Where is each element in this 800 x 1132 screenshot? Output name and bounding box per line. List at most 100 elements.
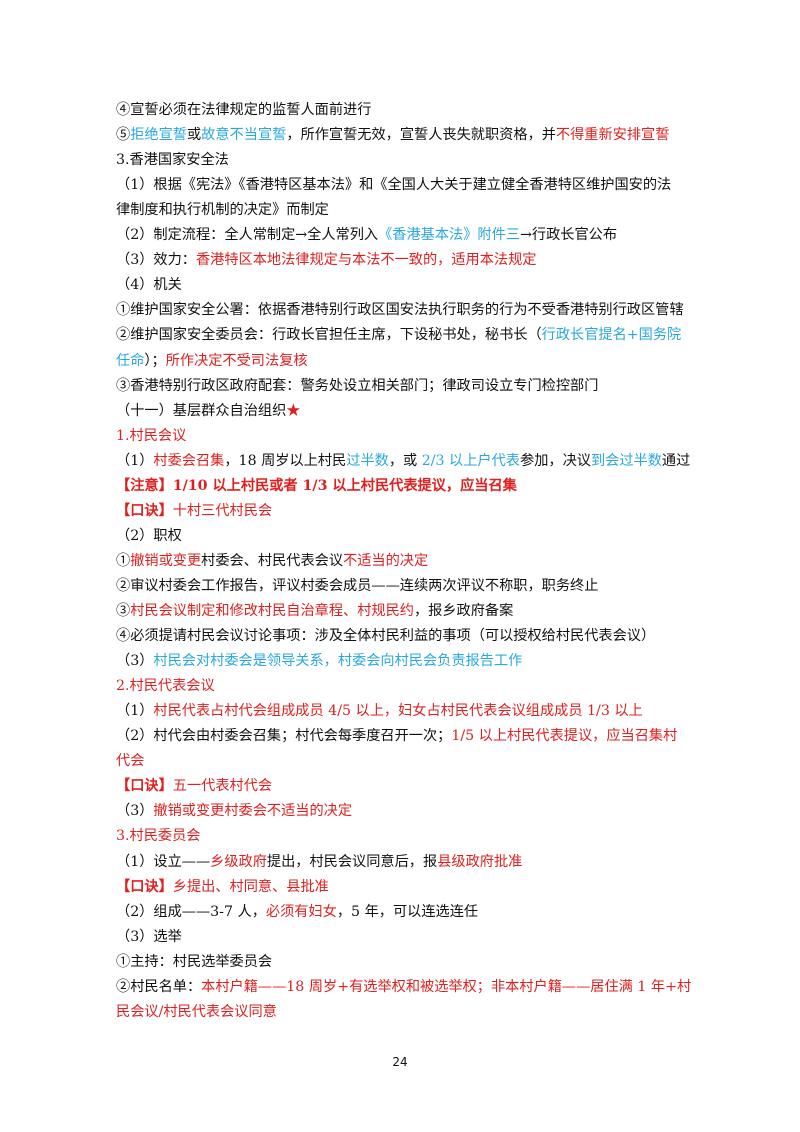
- text-line: （2）村代会由村委会召集；村代会每季度召开一次；1/5 以上村民代表提议，应当召…: [116, 725, 696, 747]
- text-line: ④必须提请村民会议讨论事项：涉及全体村民利益的事项（可以授权给村民代表会议）: [116, 625, 696, 647]
- text-segment: ）；: [144, 352, 166, 369]
- text-segment: 2/3 以上户代表: [421, 452, 520, 469]
- text-segment: 撤销或变更: [130, 552, 202, 569]
- text-segment: （2）制定流程：全人常制定→全人常列入: [116, 227, 379, 244]
- text-segment: 【注意】1/10 以上村民或者 1/3 以上村民代表提议，应当召集: [116, 477, 517, 494]
- text-segment: ①: [116, 552, 131, 569]
- text-line: 3.香港国家安全法: [116, 149, 696, 171]
- text-line: ⑤拒绝宣誓或故意不当宣誓，所作宣誓无效，宣誓人丧失就职资格，并不得重新安排宣誓: [116, 124, 696, 146]
- text-segment: 或: [186, 127, 202, 144]
- text-line: （1）根据《宪法》《香港特区基本法》和《全国人大关于建立健全香港特区维护国安的法: [116, 174, 696, 196]
- text-segment: （十一）基层群众自治组织: [116, 402, 287, 419]
- text-segment: 本村户籍——18 周岁+有选举权和被选举权；非本村户籍——居住满 1 年+村: [201, 978, 692, 995]
- text-segment: 村民会对村委会是领导关系，村委会向村民会负责报告工作: [153, 653, 523, 670]
- text-segment: ，18 周岁以上村民: [224, 452, 347, 469]
- text-segment: ，所作宣誓无效，宣誓人丧失就职资格，并: [286, 127, 556, 144]
- text-segment: （2）组成——3-7 人，: [116, 903, 266, 920]
- text-line: ③香港特别行政区政府配套：警务处设立相关部门；律政司设立专门检控部门: [116, 375, 696, 397]
- text-segment: ②审议村委会工作报告，评议村委会成员——连续两次评议不称职，职务终止: [116, 577, 599, 594]
- text-segment: （1）设立——: [116, 853, 211, 870]
- text-line: （2）制定流程：全人常制定→全人常列入《香港基本法》附件三→行政长官公布: [116, 224, 696, 246]
- text-segment: 五一代表村代会: [172, 778, 273, 795]
- text-segment: ①主持：村民选举委员会: [116, 953, 273, 970]
- text-segment: 乡提出、村同意、县批准: [172, 878, 329, 895]
- text-segment: ⑤: [116, 127, 131, 144]
- text-line: ①维护国家安全公署：依据香港特别行政区国安法执行职务的行为不受香港特别行政区管辖: [116, 299, 696, 321]
- text-line: （4）机关: [116, 274, 696, 296]
- text-segment: ③香港特别行政区政府配套：警务处设立相关部门；律政司设立专门检控部门: [116, 377, 599, 394]
- text-segment: 1/5 以上村民代表提议，应当召集村: [451, 728, 678, 745]
- text-segment: 村委会、村民代表会议: [201, 552, 344, 569]
- text-segment: 代会: [116, 753, 145, 770]
- text-segment: （3）: [116, 653, 154, 670]
- text-segment: 《香港基本法》附件三: [378, 227, 520, 244]
- text-segment: ★: [286, 402, 301, 419]
- text-segment: 香港特区本地法律规定与本法不一致的，适用本法规定: [195, 252, 537, 269]
- text-segment: （3）选举: [116, 928, 182, 945]
- text-segment: 【口诀】: [116, 778, 173, 795]
- text-segment: 民会议/村民代表会议同意: [116, 1003, 277, 1020]
- text-segment: 行政长官提名+国务院: [541, 327, 682, 344]
- text-segment: ①维护国家安全公署：依据香港特别行政区国安法执行职务的行为不受香港特别行政区管辖: [116, 302, 684, 319]
- text-segment: 任命: [116, 352, 145, 369]
- text-line: （1）设立——乡级政府提出，村民会议同意后，报县级政府批准: [116, 851, 696, 873]
- text-segment: 提出，村民会议同意后，报: [266, 853, 438, 870]
- text-segment: 县级政府批准: [437, 853, 523, 870]
- text-segment: 村民代表占村代会组成成员 4/5 以上，妇女占村民代表会议组成成员 1/3 以上: [153, 703, 643, 720]
- text-line: （3）撤销或变更村委会不适当的决定: [116, 800, 696, 822]
- text-segment: 村民会议制定和修改村民自治章程、村规民约: [130, 603, 414, 619]
- text-segment: ，或: [388, 452, 422, 469]
- text-line: ①撤销或变更村委会、村民代表会议不适当的决定: [116, 550, 696, 572]
- text-line: 【口诀】乡提出、村同意、县批准: [116, 876, 696, 898]
- text-line: ②维护国家安全委员会：行政长官担任主席，下设秘书处，秘书长（行政长官提名+国务院: [116, 324, 696, 346]
- text-segment: 十村三代村民会: [172, 502, 273, 519]
- text-segment: 通过: [661, 452, 691, 469]
- text-line: ②村民名单：本村户籍——18 周岁+有选举权和被选举权；非本村户籍——居住满 1…: [116, 976, 696, 998]
- text-line: （3）效力：香港特区本地法律规定与本法不一致的，适用本法规定: [116, 249, 696, 271]
- text-segment: 参加，决议: [520, 452, 591, 469]
- text-segment: ④必须提请村民会议讨论事项：涉及全体村民利益的事项（可以授权给村民代表会议）: [116, 628, 656, 645]
- text-segment: 故意不当宣誓: [201, 127, 287, 144]
- text-segment: 律制度和执行机制的决定》而制定: [116, 202, 329, 219]
- text-segment: （2）职权: [116, 527, 182, 544]
- text-line: （十一）基层群众自治组织★: [116, 400, 696, 422]
- text-segment: （3）效力：: [116, 252, 196, 269]
- text-line: 【口诀】五一代表村代会: [116, 775, 696, 797]
- text-segment: 2.村民代表会议: [116, 678, 215, 695]
- text-segment: 3.村民委员会: [116, 828, 201, 845]
- text-segment: 过半数: [346, 452, 389, 469]
- text-segment: 不得重新安排宣誓: [555, 127, 670, 144]
- text-segment: （1）根据《宪法》《香港特区基本法》和《全国人大关于建立健全香港特区维护国安的法: [116, 177, 672, 194]
- text-line: ③村民会议制定和修改村民自治章程、村规民约，报乡政府备案: [116, 600, 696, 622]
- text-segment: （4）机关: [116, 277, 182, 294]
- text-line: （3）村民会对村委会是领导关系，村委会向村民会负责报告工作: [116, 650, 696, 672]
- text-segment: 不适当的决定: [343, 552, 429, 569]
- text-line: 2.村民代表会议: [116, 675, 696, 697]
- text-segment: ，报乡政府备案: [413, 603, 514, 619]
- text-segment: （1）: [116, 703, 154, 720]
- text-segment: 到会过半数: [590, 452, 662, 469]
- text-line: （1）村民代表占村代会组成成员 4/5 以上，妇女占村民代表会议组成成员 1/3…: [116, 700, 696, 722]
- text-segment: （2）村代会由村委会召集；村代会每季度召开一次；: [116, 728, 452, 745]
- text-line: 代会: [116, 750, 696, 772]
- text-line: 【口诀】十村三代村民会: [116, 500, 696, 522]
- text-line: 3.村民委员会: [116, 825, 696, 847]
- text-line: （2）职权: [116, 525, 696, 547]
- text-line: （1）村委会召集，18 周岁以上村民过半数，或 2/3 以上户代表参加，决议到会…: [116, 450, 696, 472]
- text-segment: （1）: [116, 452, 154, 469]
- text-segment: →行政长官公布: [520, 227, 618, 244]
- text-line: 律制度和执行机制的决定》而制定: [116, 199, 696, 221]
- text-segment: ②维护国家安全委员会：行政长官担任主席，下设秘书处，秘书长（: [116, 327, 542, 344]
- text-line: 1.村民会议: [116, 425, 696, 447]
- text-segment: 所作决定不受司法复核: [165, 352, 308, 369]
- text-segment: ，5 年，可以连选连任: [336, 903, 479, 920]
- text-segment: ③: [116, 603, 131, 619]
- text-segment: ②村民名单：: [116, 978, 202, 995]
- text-line: ④宣誓必须在法律规定的监誓人面前进行: [116, 99, 696, 121]
- text-segment: ④宣誓必须在法律规定的监誓人面前进行: [116, 102, 372, 118]
- text-line: （2）组成——3-7 人，必须有妇女，5 年，可以连选连任: [116, 901, 696, 923]
- text-line: （3）选举: [116, 926, 696, 948]
- text-segment: 【口诀】: [116, 878, 173, 895]
- text-segment: 【口诀】: [116, 502, 173, 519]
